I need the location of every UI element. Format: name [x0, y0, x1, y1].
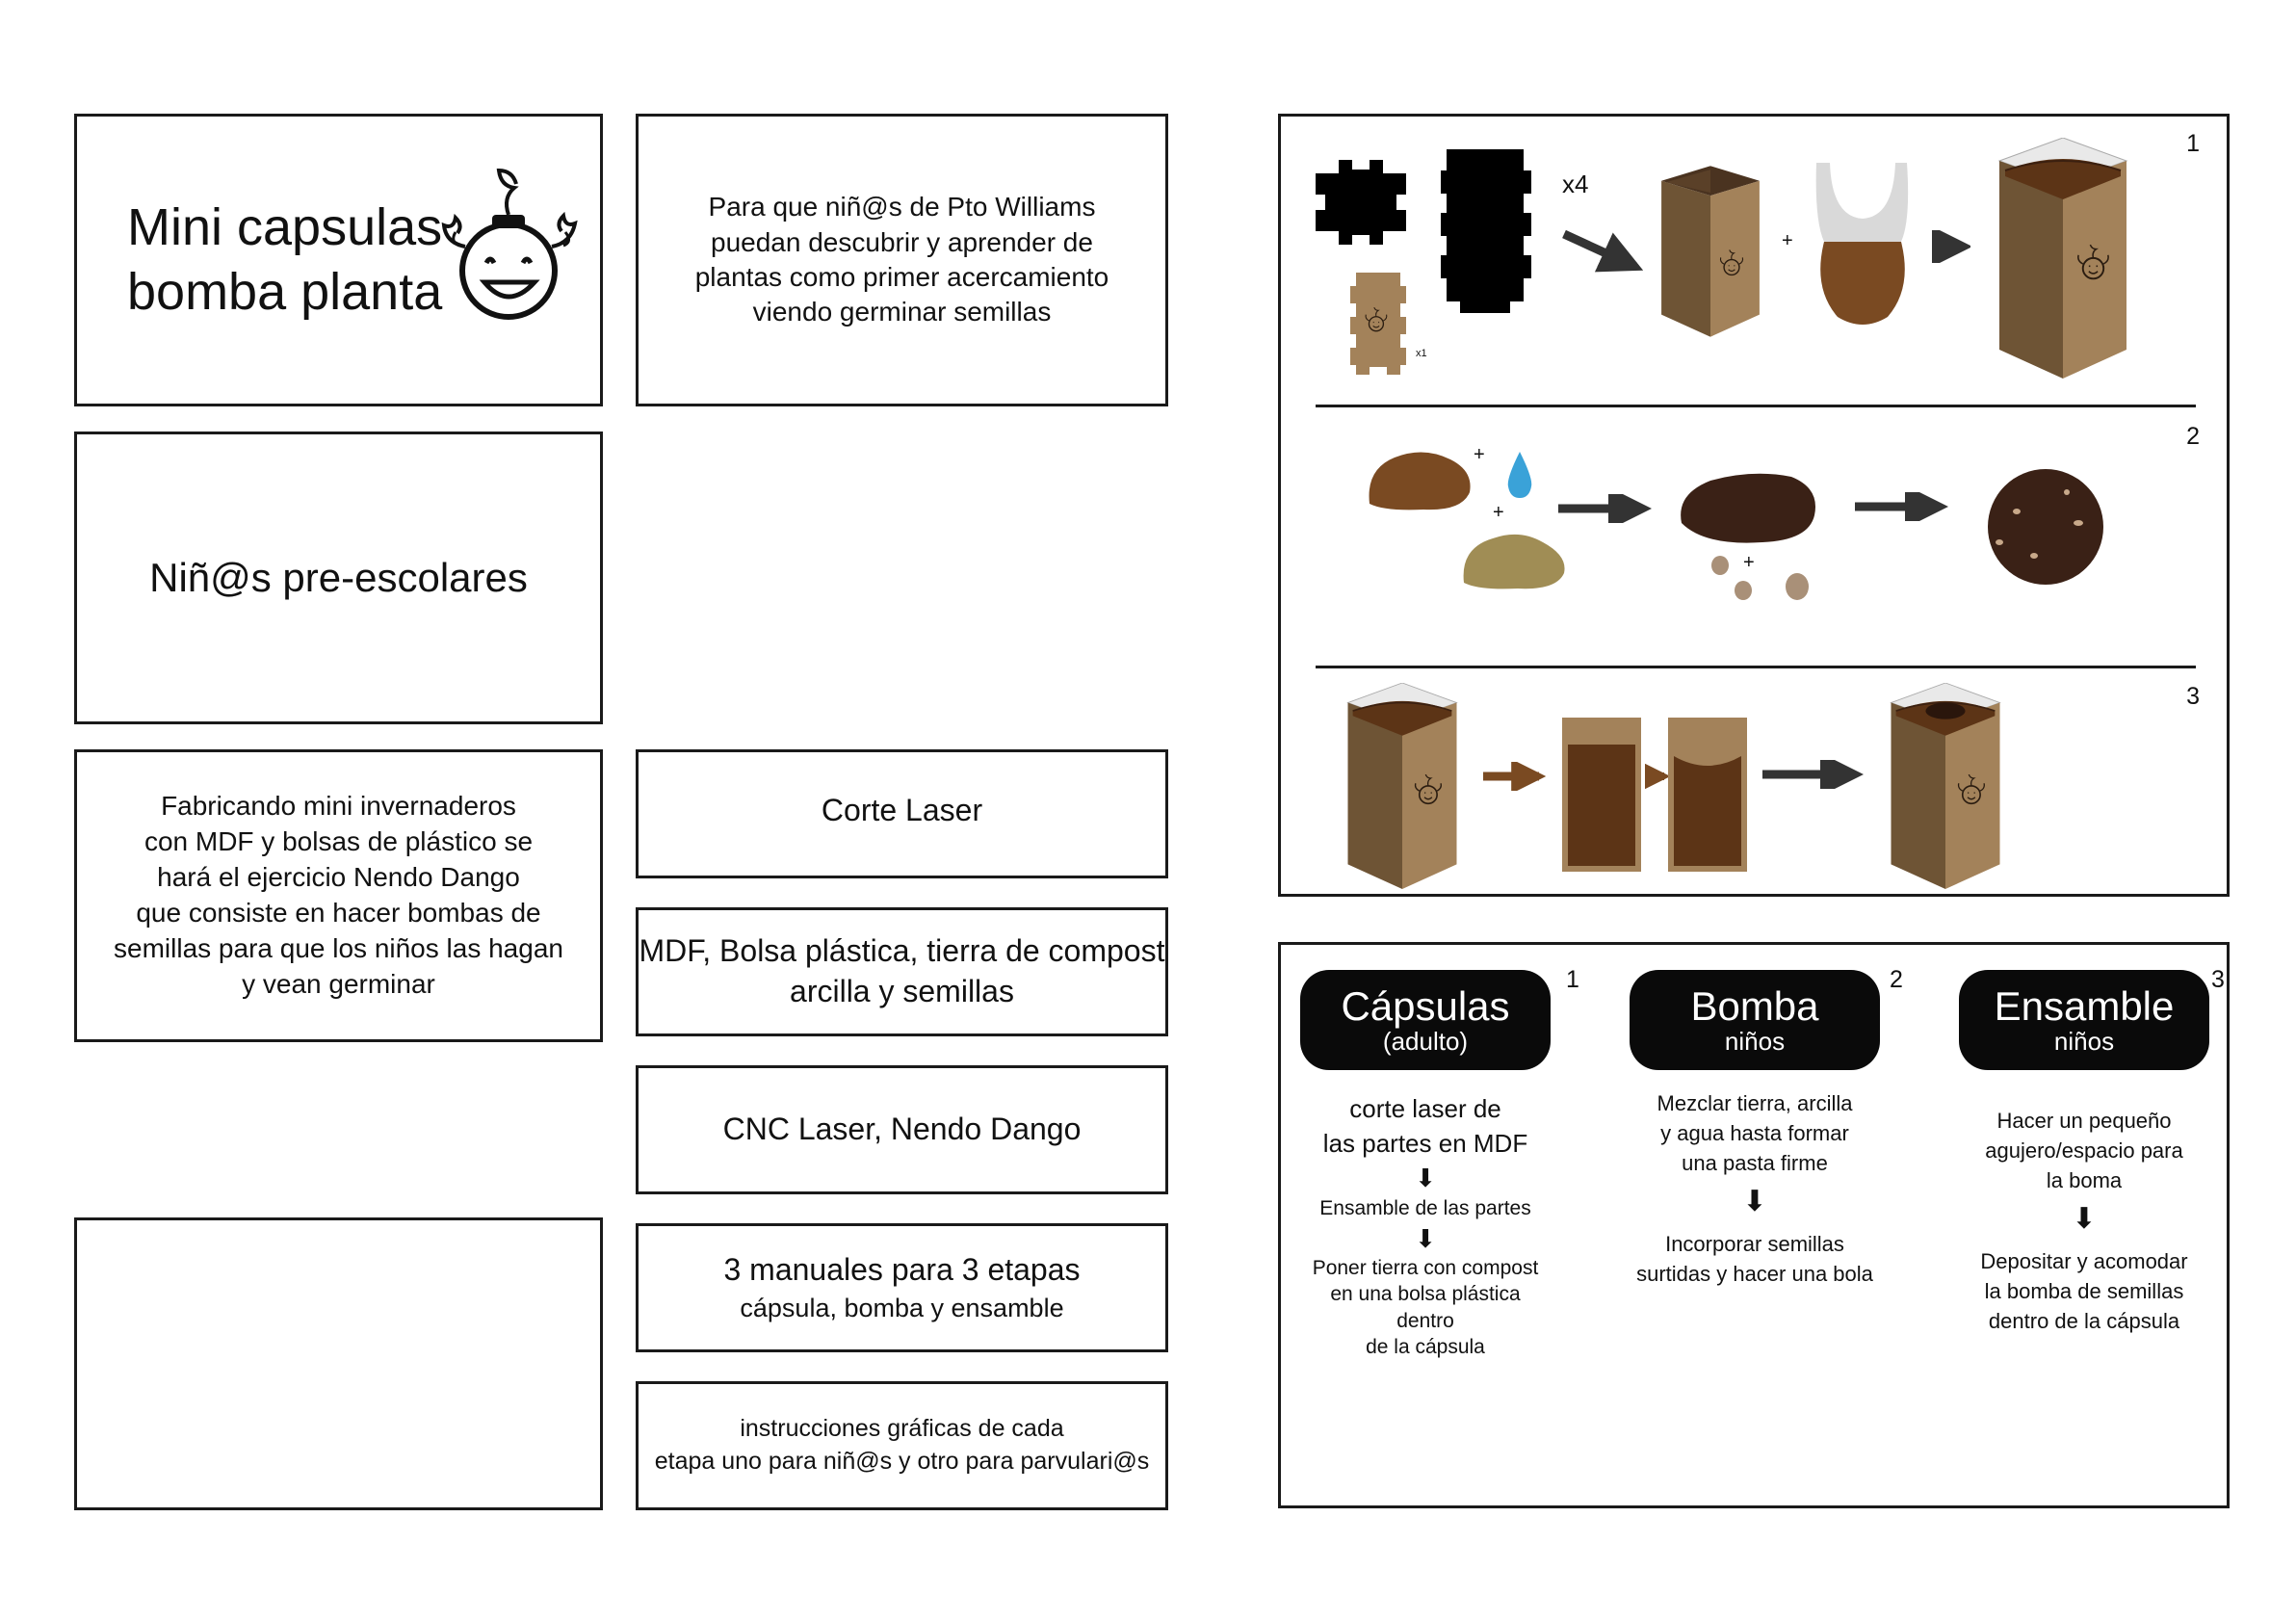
- capsule-section-a: [1562, 718, 1641, 872]
- bomb-plant-icon: [441, 168, 578, 320]
- capsule-final: [1890, 683, 2001, 889]
- step-bomba-pill: Bomba niños: [1630, 970, 1880, 1070]
- step-bomba: Bomba niños Mezclar tierra, arcilla y ag…: [1630, 970, 1880, 1290]
- instructions-text: instrucciones gráficas de cada etapa uno…: [654, 1415, 1150, 1475]
- step-ensamble-item-1: Hacer un pequeño agujero/espacio para la…: [1985, 1109, 2183, 1192]
- seed-bomb-ball: [1988, 469, 2103, 585]
- arrow-down-icon: ⬇: [1415, 1163, 1436, 1192]
- step-capsulas-item-3: Poner tierra con compost en una bolsa pl…: [1312, 1257, 1539, 1359]
- step-ensamble-pill: Ensamble niños: [1959, 970, 2209, 1070]
- arrow-1a: [1562, 229, 1644, 273]
- step-capsulas-title: Cápsulas: [1341, 982, 1510, 1029]
- step-ensamble-item-2: Depositar y acomodar la bomba de semilla…: [1980, 1249, 2188, 1333]
- soil-pile: [1369, 452, 1471, 510]
- plus-a: +: [1474, 444, 1485, 465]
- tools-text: CNC Laser, Nendo Dango: [722, 1112, 1082, 1147]
- instructions-card: instrucciones gráficas de cada etapa uno…: [636, 1381, 1168, 1510]
- technique-card: Corte Laser: [636, 749, 1168, 878]
- step-capsulas-item-1: corte laser de las partes en MDF: [1322, 1094, 1528, 1159]
- step-2-number: 2: [1890, 966, 1903, 993]
- row-divider-2: [1316, 666, 2196, 668]
- manuals-line2: cápsula, bomba y ensamble: [740, 1294, 1064, 1323]
- row2-number: 2: [2186, 423, 2200, 450]
- row3-number: 3: [2186, 683, 2200, 710]
- audience-card: Niñ@s pre-escolares: [74, 432, 603, 724]
- water-drop-icon: [1507, 452, 1532, 498]
- step-1-number: 1: [1566, 966, 1579, 993]
- diagram-panel: 1 2 3 x4 x1 + + +: [1278, 114, 2230, 897]
- arrow-down-icon: ⬇: [1742, 1186, 1767, 1218]
- plus-b: +: [1493, 502, 1504, 523]
- step-bomba-item-1: Mezclar tierra, arcilla y agua hasta for…: [1657, 1091, 1853, 1175]
- method-card: Fabricando mini invernaderos con MDF y b…: [74, 749, 603, 1042]
- step-ensamble: Ensamble niños Hacer un pequeño agujero/…: [1959, 970, 2209, 1337]
- tools-card: CNC Laser, Nendo Dango: [636, 1065, 1168, 1194]
- clay-pile: [1463, 534, 1565, 589]
- filled-capsule: [1998, 138, 2127, 379]
- step-ensamble-subtitle: niños: [2053, 1026, 2115, 1056]
- technique-text: Corte Laser: [821, 793, 983, 827]
- arrow-down-icon: ⬇: [2072, 1203, 2097, 1236]
- mdf-large-piece: [1441, 149, 1531, 313]
- arrow-1b: [1932, 230, 1970, 263]
- step-capsulas-item-2: Ensamble de las partes: [1319, 1196, 1531, 1219]
- capsule-filled-start: [1346, 683, 1458, 889]
- count-large: x4: [1562, 170, 1589, 198]
- row1-number: 1: [2186, 130, 2200, 157]
- step-ensamble-title: Ensamble: [1994, 982, 2175, 1029]
- arrow-3c: [1762, 760, 1864, 789]
- manuals-line1: 3 manuales para 3 etapas: [723, 1252, 1081, 1288]
- title-card: Mini capsulas bomba planta: [74, 114, 603, 406]
- row-divider-1: [1316, 405, 2196, 407]
- step-capsulas-subtitle: (adulto): [1382, 1026, 1469, 1056]
- method-text: Fabricando mini invernaderos con MDF y b…: [114, 791, 563, 999]
- audience-text: Niñ@s pre-escolares: [149, 554, 528, 600]
- materials-text: MDF, Bolsa plástica, tierra de compost a…: [639, 933, 1165, 1008]
- arrow-2a: [1558, 494, 1652, 523]
- arrow-3b: [1645, 764, 1671, 789]
- arrow-3a: [1483, 762, 1547, 791]
- seeds: [1711, 556, 1809, 600]
- step-3-number: 3: [2211, 966, 2225, 993]
- step-capsulas-pill: Cápsulas (adulto): [1300, 970, 1551, 1070]
- arrow-down-icon: ⬇: [1415, 1224, 1436, 1254]
- plus-c: +: [1743, 552, 1755, 573]
- mdf-small-piece: [1316, 160, 1406, 245]
- step-capsulas: Cápsulas (adulto) corte laser de las par…: [1300, 970, 1551, 1360]
- soil-bag: [1815, 163, 1909, 325]
- mdf-brown-piece: [1350, 273, 1406, 375]
- project-title: Mini capsulas bomba planta: [127, 197, 443, 322]
- materials-card: MDF, Bolsa plástica, tierra de compost a…: [636, 907, 1168, 1036]
- mixed-paste: [1681, 473, 1815, 543]
- count-small: x1: [1416, 348, 1427, 359]
- step-bomba-title: Bomba: [1690, 982, 1819, 1029]
- purpose-card: Para que niñ@s de Pto Williams puedan de…: [636, 114, 1168, 406]
- manuals-card: 3 manuales para 3 etapas cápsula, bomba …: [636, 1223, 1168, 1352]
- empty-card: [74, 1217, 603, 1510]
- plus-sign: +: [1782, 230, 1793, 251]
- purpose-text: Para que niñ@s de Pto Williams puedan de…: [694, 192, 1109, 327]
- steps-panel: Cápsulas (adulto) corte laser de las par…: [1278, 942, 2230, 1508]
- empty-capsule: [1661, 166, 1760, 337]
- capsule-section-b: [1668, 718, 1747, 872]
- step-bomba-item-2: Incorporar semillas surtidas y hacer una…: [1636, 1232, 1873, 1287]
- arrow-2b: [1855, 492, 1948, 521]
- step-bomba-subtitle: niños: [1724, 1026, 1786, 1056]
